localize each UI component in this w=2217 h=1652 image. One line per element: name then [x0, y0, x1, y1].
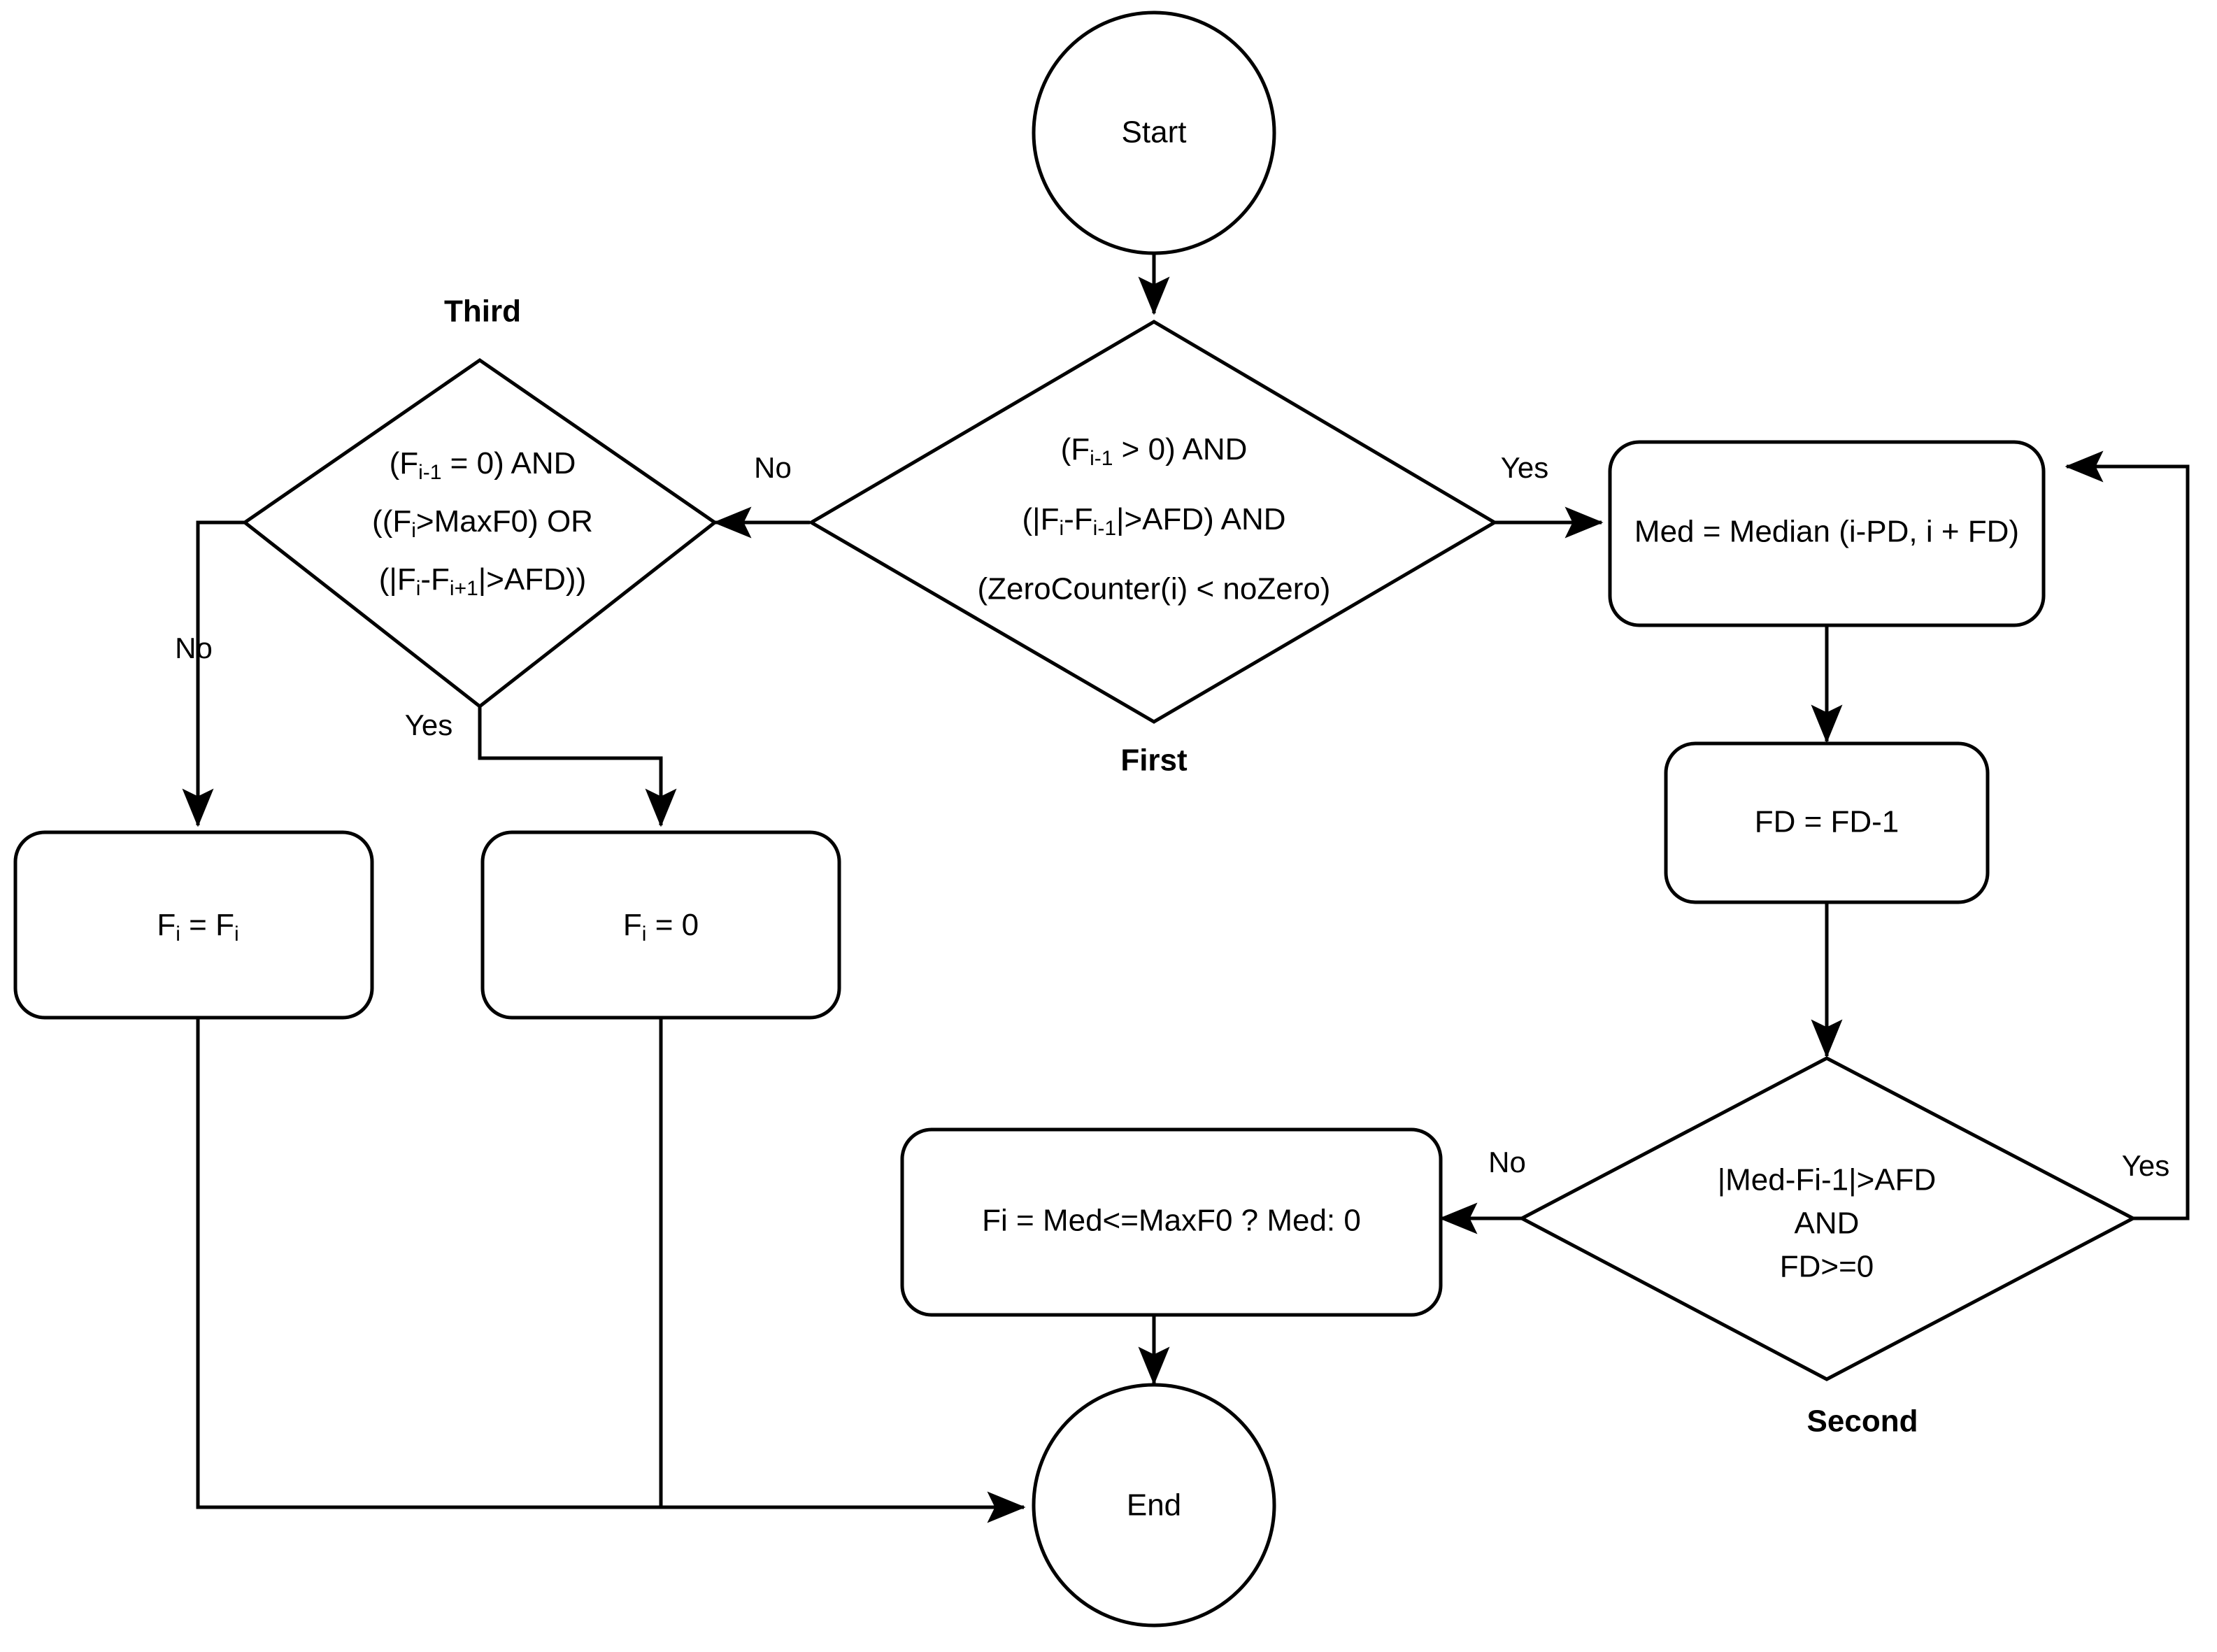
second-decision-line1: |Med-Fi-1|>AFD — [1718, 1163, 1937, 1197]
edge-label-second-yes: Yes — [2122, 1149, 2170, 1182]
edge-keep-to-end — [196, 1016, 1026, 1523]
assign-fi-med-process-label: Fi = Med<=MaxF0 ? Med: 0 — [982, 1204, 1361, 1238]
node-keep-fi-process: Fi = Fi — [13, 830, 374, 1020]
keep-fi-process-box — [13, 830, 374, 1020]
median-process-box — [1608, 440, 2046, 627]
start-circle — [1032, 10, 1276, 255]
third-decision-diamond — [241, 357, 718, 709]
second-decision-diamond — [1518, 1056, 2137, 1381]
node-start: Start — [1032, 10, 1276, 255]
keep-fi-process-label: Fi = Fi — [157, 908, 238, 946]
node-median-process: Med = Median (i-PD, i + FD) — [1608, 440, 2046, 627]
first-decision-line3: (ZeroCounter(i) < noZero) — [978, 572, 1331, 606]
second-decision-line3: FD>=0 — [1780, 1250, 1874, 1284]
first-decision-line1: (Fi-1 > 0) AND — [1061, 432, 1248, 470]
end-circle — [1032, 1383, 1276, 1628]
second-group-label: Second — [1807, 1404, 1918, 1439]
edge-third-yes-to-zero — [478, 706, 677, 827]
zero-fi-process-label: Fi = 0 — [623, 908, 699, 946]
first-decision-line2: (|Fi-Fi-1|>AFD) AND — [1022, 502, 1286, 540]
third-decision-line3: (|Fi-Fi+1|>AFD)) — [379, 562, 586, 600]
assign-fi-med-process-box — [900, 1127, 1443, 1317]
fd-decrement-process-box — [1664, 741, 1990, 904]
edge-label-third-no: No — [175, 632, 213, 664]
third-group-label: Third — [444, 294, 521, 329]
first-decision-diamond — [808, 320, 1498, 724]
median-process-label: Med = Median (i-PD, i + FD) — [1634, 515, 2019, 549]
edge-label-first-no: No — [754, 451, 792, 484]
second-decision-line2: AND — [1795, 1206, 1860, 1241]
node-assign-fi-med-process: Fi = Med<=MaxF0 ? Med: 0 — [900, 1127, 1443, 1317]
node-zero-fi-process: Fi = 0 — [480, 830, 841, 1020]
third-decision-line2: ((Fi>MaxF0) OR — [372, 504, 593, 542]
node-end: End — [1032, 1383, 1276, 1628]
first-group-label: First — [1120, 743, 1188, 778]
third-decision-line1: (Fi-1 = 0) AND — [390, 446, 576, 484]
node-third-decision: (Fi-1 = 0) AND ((Fi>MaxF0) OR (|Fi-Fi+1|… — [241, 294, 718, 709]
edge-third-no-to-keep — [182, 520, 245, 827]
zero-fi-process-box — [480, 830, 841, 1020]
node-second-decision: |Med-Fi-1|>AFD AND FD>=0 Second — [1518, 1056, 2137, 1439]
fd-decrement-process-label: FD = FD-1 — [1755, 805, 1899, 839]
edge-label-third-yes: Yes — [405, 708, 453, 741]
node-fd-decrement-process: FD = FD-1 — [1664, 741, 1990, 904]
end-label: End — [1127, 1488, 1181, 1523]
edge-label-second-no: No — [1488, 1146, 1526, 1179]
edge-label-first-yes: Yes — [1501, 451, 1549, 484]
start-label: Start — [1122, 115, 1187, 150]
edge-second-yes-loop-to-median — [2065, 450, 2190, 1220]
node-first-decision: (Fi-1 > 0) AND (|Fi-Fi-1|>AFD) AND (Zero… — [808, 320, 1498, 778]
